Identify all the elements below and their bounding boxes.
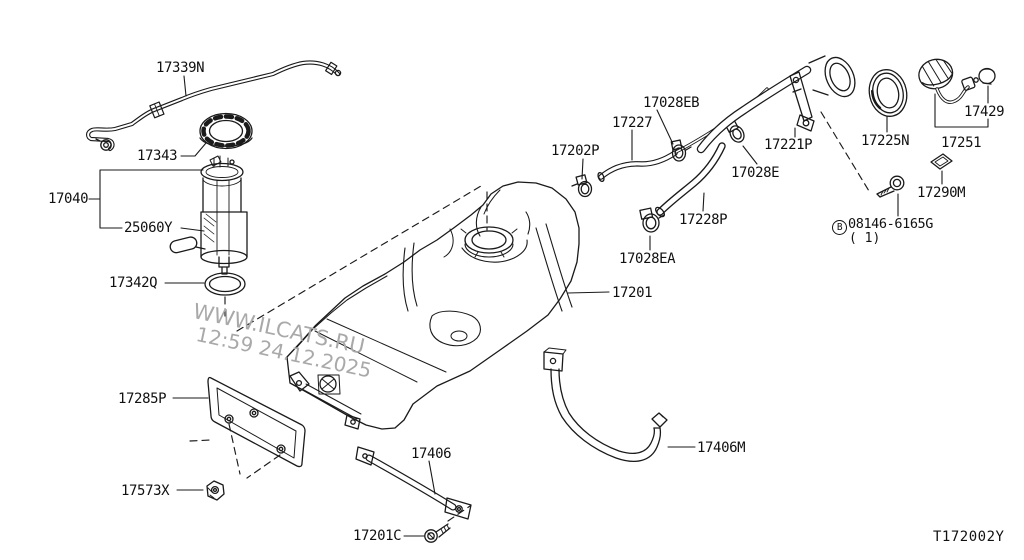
hardware-number: 08146-6165G <box>848 216 934 232</box>
fuel-pump-drawing <box>169 155 248 275</box>
part-label-17406[interactable]: 17406 <box>411 446 452 462</box>
part-label-17251[interactable]: 17251 <box>941 135 982 151</box>
reference-dashed-lines <box>189 111 870 522</box>
part-label-17040[interactable]: 17040 <box>48 191 89 207</box>
clamp-17202P-drawing <box>571 174 593 198</box>
clamp-17028EB-drawing <box>670 139 692 162</box>
circled-b-icon: B <box>832 220 847 235</box>
part-label-17225N[interactable]: 17225N <box>861 133 910 149</box>
part-label-17227[interactable]: 17227 <box>612 115 653 131</box>
part-label-17343[interactable]: 17343 <box>137 148 178 164</box>
part-label-17429[interactable]: 17429 <box>964 104 1005 120</box>
part-label-17201C[interactable]: 17201C <box>353 528 402 544</box>
hose-17228P-drawing <box>654 142 726 218</box>
bolt-08146-drawing <box>876 175 905 198</box>
leader-lines <box>88 75 989 537</box>
part-label-25060Y[interactable]: 25060Y <box>124 220 173 236</box>
filler-cap-drawing <box>918 58 979 104</box>
strap-17406M-drawing <box>543 347 668 462</box>
part-label-17202P[interactable]: 17202P <box>551 143 600 159</box>
clip-17573X-drawing <box>206 480 225 501</box>
part-label-17028E[interactable]: 17028E <box>731 165 780 181</box>
clip-17290M-drawing <box>930 153 953 170</box>
part-label-17573X[interactable]: 17573X <box>121 483 170 499</box>
clamp-17028EA-drawing <box>639 207 665 233</box>
part-label-17342Q[interactable]: 17342Q <box>109 275 158 291</box>
part-label-17339N[interactable]: 17339N <box>156 60 205 76</box>
part-label-17201[interactable]: 17201 <box>612 285 653 301</box>
fuel-tank-drawing <box>286 181 580 430</box>
hardware-qty: ( 1) <box>849 231 881 246</box>
hose-17227-drawing <box>597 150 678 183</box>
o-ring-drawing <box>204 272 246 296</box>
part-label-17406M[interactable]: 17406M <box>697 440 746 456</box>
cap-valve-drawing <box>978 67 996 85</box>
diagram-code: T172002Y <box>933 529 1005 545</box>
part-label-17221P[interactable]: 17221P <box>764 137 813 153</box>
part-label-17285P[interactable]: 17285P <box>118 391 167 407</box>
filler-neck-drawing <box>696 55 856 154</box>
part-label-17290M[interactable]: 17290M <box>917 185 966 201</box>
bolt-17201C-drawing <box>424 523 451 543</box>
part-label-17028EA[interactable]: 17028EA <box>619 251 676 267</box>
gasket-ring-drawing <box>868 69 908 117</box>
part-label-17028EB[interactable]: 17028EB <box>643 95 700 111</box>
lock-ring-drawing <box>199 112 253 150</box>
part-label-17228P[interactable]: 17228P <box>679 212 728 228</box>
breather-tube-drawing <box>86 60 342 152</box>
protector-plate-drawing <box>207 376 306 468</box>
strap-17406-drawing <box>355 446 472 520</box>
